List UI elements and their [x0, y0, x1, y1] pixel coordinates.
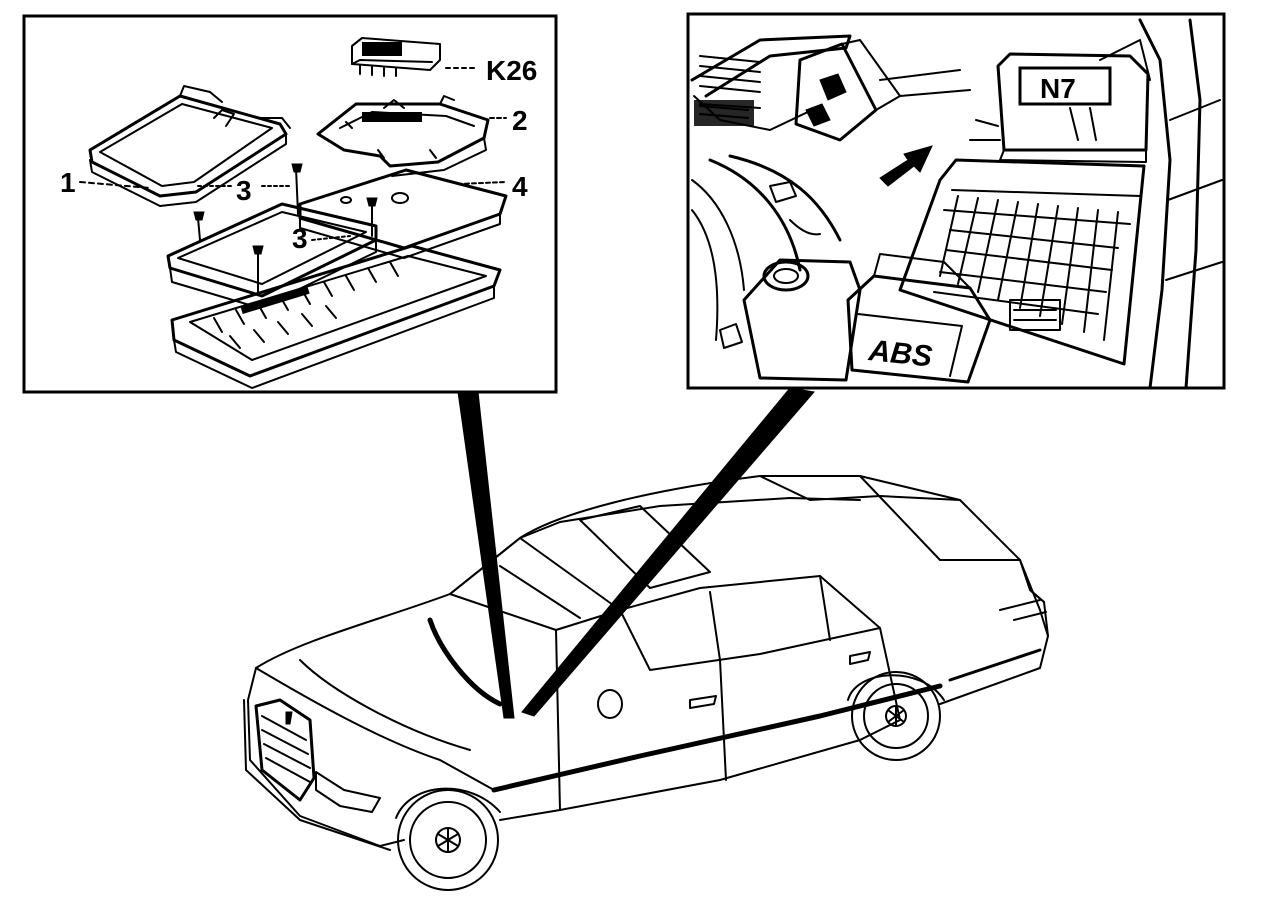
label-part-4: 4	[512, 171, 528, 202]
label-part-3-lower: 3	[292, 223, 308, 254]
pointer-to-left-detail	[457, 391, 515, 719]
engine-bay-structure-drawing	[690, 18, 1223, 390]
car-drawing	[243, 475, 1049, 891]
left-detail-frame	[22, 14, 558, 394]
label-k26: K26	[486, 55, 537, 86]
control-module-part-2-drawing	[316, 95, 507, 177]
leader-part-1	[79, 181, 151, 189]
pointer-lines	[457, 387, 815, 719]
abs-module-drawing	[719, 253, 992, 384]
cover-part-1-drawing	[88, 85, 291, 207]
relay-k26-drawing	[351, 37, 479, 77]
location-arrow-icon	[879, 145, 933, 187]
right-detail-panel: N7 ABS	[686, 12, 1226, 390]
fuse-box-base-drawing	[170, 244, 502, 389]
label-part-3-upper: 3	[236, 175, 252, 206]
label-n7: N7	[1040, 73, 1076, 104]
module-n7-drawing	[969, 52, 1150, 163]
label-abs: ABS	[866, 334, 933, 374]
label-part-1: 1	[60, 167, 76, 198]
label-part-2: 2	[512, 105, 528, 136]
fuse-box-drawing	[898, 158, 1146, 366]
left-detail-panel: K26 2 4 1 3 3	[22, 14, 558, 394]
